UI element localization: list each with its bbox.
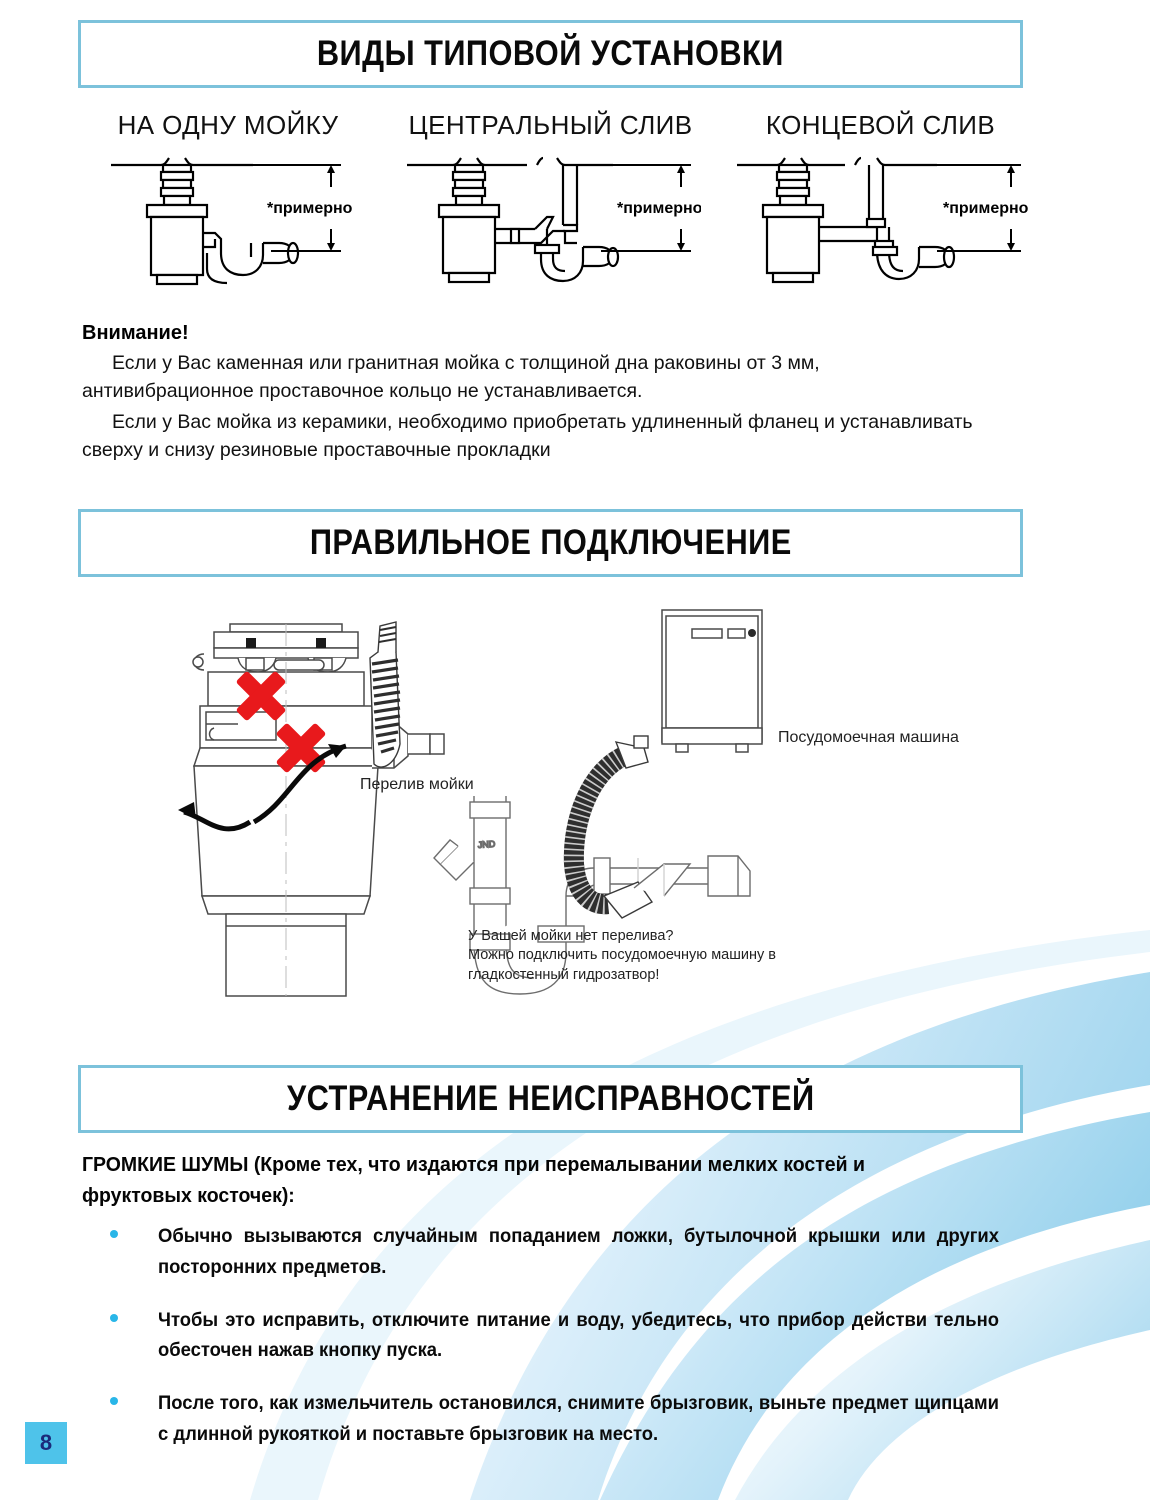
arrowhead-down — [178, 802, 196, 819]
dishwasher-label: Посудомоечная машина — [778, 729, 959, 746]
list-item: После того, как измельчитель остановился… — [100, 1389, 1025, 1451]
disposer-unit — [192, 623, 445, 997]
red-cross-icon — [236, 671, 286, 721]
list-item-text: Чтобы это исправить, отключите питание и… — [158, 1309, 999, 1362]
curved-arrow-up — [252, 743, 347, 825]
connection-illustration: JND — [178, 609, 763, 997]
list-item-text: После того, как измельчитель остановился… — [158, 1393, 999, 1445]
bullet-dot-icon — [110, 1397, 118, 1406]
red-cross-icon — [276, 723, 326, 773]
attention-paragraph-1: Если у Вас каменная или гранитная мойка … — [82, 352, 820, 403]
installation-diagram-end-drain: *примерно — [736, 156, 1029, 284]
installation-types-row: НА ОДНУ МОЙКУ — [78, 110, 1038, 300]
installation-type-title: ЦЕНТРАЛЬНЫЙ СЛИВ — [408, 110, 693, 140]
installation-diagram-single-sink: *примерно — [111, 157, 353, 286]
dimension-label: *примерно — [617, 200, 701, 217]
section-title-troubleshooting: УСТРАНЕНИЕ НЕИСПРАВНОСТЕЙ — [286, 1079, 815, 1118]
installation-type-title: НА ОДНУ МОЙКУ — [117, 110, 339, 140]
page-number-badge: 8 — [25, 1422, 67, 1464]
bullet-dot-icon — [110, 1230, 118, 1238]
installation-type-title: КОНЦЕВОЙ СЛИВ — [765, 110, 996, 140]
dimension-label: *примерно — [267, 200, 353, 217]
section-banner-installation-types: ВИДЫ ТИПОВОЙ УСТАНОВКИ — [78, 20, 1023, 88]
arrowhead-up — [328, 744, 346, 758]
wye-connector — [633, 863, 692, 897]
dimension-label: *примерно — [943, 200, 1029, 217]
bullet-dot-icon — [110, 1313, 118, 1322]
installation-type-end-drain: КОНЦЕВОЙ СЛИВ — [723, 110, 1038, 287]
section-title-installation-types: ВИДЫ ТИПОВОЙ УСТАНОВКИ — [316, 34, 785, 73]
section-banner-correct-connection: ПРАВИЛЬНОЕ ПОДКЛЮЧЕНИЕ — [78, 509, 1023, 577]
attention-paragraph-2: Если у Вас мойка из керамики, необходимо… — [82, 410, 973, 461]
siphon-note: У Вашей мойки нет перелива? Можно подклю… — [468, 928, 776, 983]
installation-type-single-sink: НА ОДНУ МОЙКУ — [78, 110, 378, 287]
list-item: Чтобы это исправить, отключите питание и… — [100, 1306, 1025, 1368]
troubleshooting-bullet-list: Обычно вызываются случайным попаданием л… — [100, 1222, 1025, 1473]
overflow-label: Перелив мойки — [360, 776, 474, 793]
list-item-text: Обычно вызываются случайным попаданием л… — [158, 1226, 999, 1278]
dishwasher-drain-hose — [563, 735, 654, 919]
list-item: Обычно вызываются случайным попаданием л… — [100, 1222, 1025, 1284]
troubleshooting-heading: ГРОМКИЕ ШУМЫ (Кроме тех, что издаются пр… — [82, 1153, 865, 1207]
dishwasher-appliance — [661, 609, 763, 753]
installation-type-center-drain: ЦЕНТРАЛЬНЫЙ СЛИВ — [378, 110, 723, 287]
attention-title: Внимание! — [82, 322, 189, 344]
corrugated-overflow-hose — [369, 621, 401, 768]
correct-connection-diagram: JND — [78, 596, 1038, 1016]
section-banner-troubleshooting: УСТРАНЕНИЕ НЕИСПРАВНОСТЕЙ — [78, 1065, 1023, 1133]
svg-text:JND: JND — [477, 839, 496, 850]
installation-diagram-center-drain: *примерно — [406, 156, 701, 284]
section-title-correct-connection: ПРАВИЛЬНОЕ ПОДКЛЮЧЕНИЕ — [309, 523, 792, 562]
attention-block: Внимание! Если у Вас каменная или гранит… — [82, 322, 982, 466]
page-number-value: 8 — [39, 1430, 53, 1455]
forbidden-cross-marks — [236, 671, 326, 773]
